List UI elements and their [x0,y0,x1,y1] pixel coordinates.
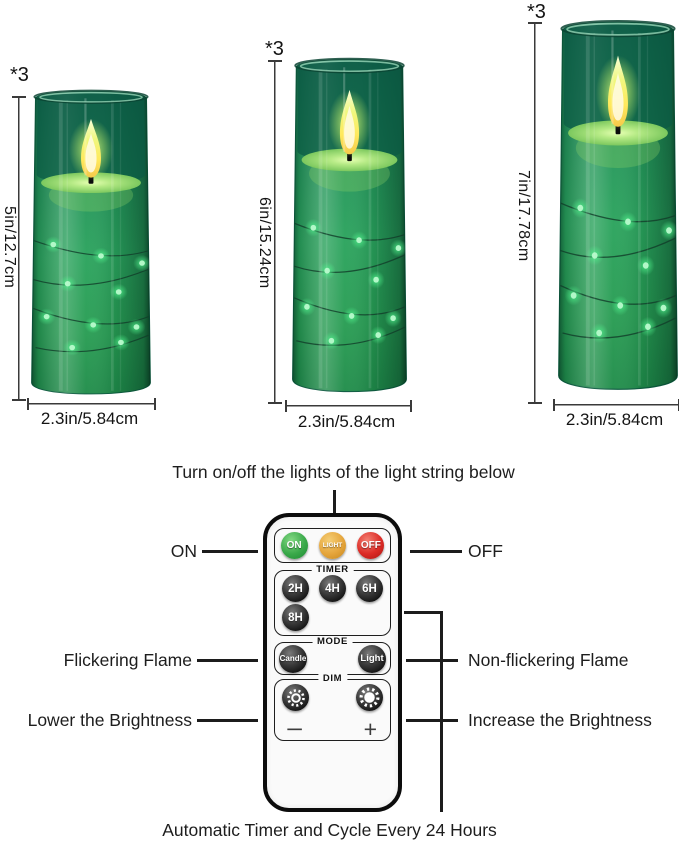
candle1-height-dimension-line [12,96,26,401]
candle3-height-label: 7in/17.78cm [515,170,532,262]
remote-power-group: ON LIGHT OFF [274,528,391,563]
candle2-illustration [291,56,408,395]
callout-on-line [202,550,258,553]
mode-candle-button[interactable]: Candle [279,644,307,673]
dim-minus-symbol: − [285,716,304,742]
timer-4h-button[interactable]: 4H [319,575,346,602]
dim-increase-button[interactable] [356,684,383,711]
callout-off-label: OFF [468,541,503,561]
candle3-qty-label: *3 [527,1,546,23]
candle1-width-dimension-line [27,398,156,410]
candle1-illustration [30,88,152,397]
timer-group-label: TIMER [311,564,354,575]
candle3-height-dimension-line [528,22,542,404]
callout-non-flickering-label: Non-flickering Flame [468,650,629,670]
candle2-height-dimension-line [268,60,282,404]
sun-bright-icon [359,687,380,708]
sun-dim-icon [286,688,305,707]
mode-light-button[interactable]: Light [358,644,386,673]
candle1-qty-label: *3 [10,64,29,86]
title-connector-line [333,490,336,513]
callout-lower-brightness-label: Lower the Brightness [27,710,192,730]
footer-note: Automatic Timer and Cycle Every 24 Hours [162,820,497,840]
mode-group-label: MODE [312,636,353,647]
timer-2h-button[interactable]: 2H [282,575,309,602]
timer-6h-button[interactable]: 6H [356,575,383,602]
remote-section-title: Turn on/off the lights of the light stri… [172,462,515,482]
remote-control: ON LIGHT OFF TIMER 2H 4H 6H 8H MODE Cand… [263,513,402,812]
candle2-width-dimension-line [285,400,412,412]
candle1-width-label: 2.3in/5.84cm [40,409,139,428]
dim-decrease-button[interactable] [282,684,309,711]
remote-timer-group: TIMER 2H 4H 6H 8H [274,564,391,636]
candle2-height-label: 6in/15.24cm [256,197,273,289]
callout-flickering-label: Flickering Flame [63,650,192,670]
timer-callout-line-horizontal [404,611,442,614]
callout-on-label: ON [170,541,197,561]
remote-dim-group: DIM − + [274,673,391,742]
candle3-illustration [557,18,679,393]
candle1-height-label: 5in/12.7cm [1,205,18,289]
callout-lower-brightness-line [197,719,258,722]
remote-mode-group: MODE Candle Light [274,636,391,675]
callout-off-line [410,550,462,553]
timer-callout-line-vertical [440,611,443,812]
candle3-width-label: 2.3in/5.84cm [565,410,664,429]
dim-plus-symbol: + [363,716,377,742]
timer-8h-button[interactable]: 8H [282,604,309,631]
dim-group-label: DIM [317,673,348,684]
candle2-qty-label: *3 [265,38,284,60]
callout-non-flickering-line [406,659,458,662]
remote-light-button[interactable]: LIGHT [318,532,346,559]
remote-off-button[interactable]: OFF [357,532,385,559]
callout-flickering-line [197,659,258,662]
callout-increase-brightness-line [406,719,458,722]
callout-increase-brightness-label: Increase the Brightness [468,710,652,730]
remote-on-button[interactable]: ON [280,532,308,559]
candle2-width-label: 2.3in/5.84cm [297,412,396,431]
